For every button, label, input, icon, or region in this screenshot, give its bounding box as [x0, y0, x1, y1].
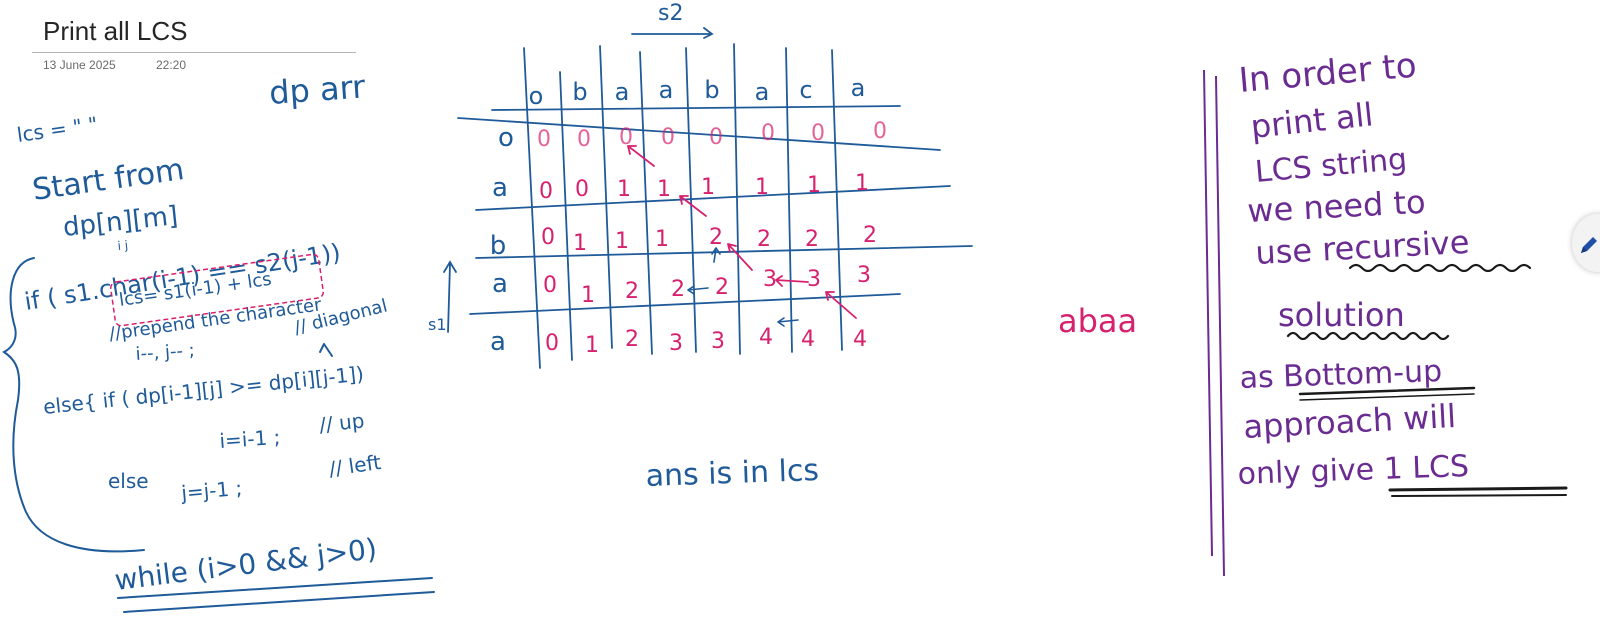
result-string: abaa: [1058, 302, 1137, 340]
lcs-assign-box: [109, 253, 325, 327]
dp-cell: 0: [661, 125, 675, 150]
dp-cell: 1: [615, 229, 629, 254]
note-i-dec: i=i-1 ;: [219, 425, 281, 453]
dp-grid: [443, 27, 973, 369]
note-dp-arr: dp arr: [268, 67, 367, 112]
row-header: a: [490, 327, 506, 357]
dp-cell: 2: [625, 327, 639, 352]
note-else-if: else{ if ( dp[i-1][j] >= dp[i][j-1]): [42, 361, 365, 419]
col-header: a: [755, 78, 770, 106]
dp-cell: 4: [853, 327, 867, 352]
dp-cell: 0: [539, 179, 553, 204]
dp-cell: 0: [575, 177, 589, 202]
col-header: b: [704, 76, 719, 104]
dp-cell: 0: [577, 127, 591, 152]
s2-label: s2: [658, 1, 683, 26]
dp-cell: 3: [763, 267, 777, 292]
dp-cell: 4: [801, 327, 815, 352]
right-note-line: LCS string: [1254, 142, 1409, 190]
note-while-loop: while (i>0 && j>0): [113, 532, 379, 597]
page-time: 22:20: [156, 58, 187, 72]
note-lcs-init: lcs = " ": [15, 112, 99, 147]
right-note-line: approach will: [1242, 397, 1456, 446]
dp-cell: 0: [709, 125, 723, 150]
dp-cell: 2: [863, 223, 877, 248]
dp-cell: 1: [617, 177, 631, 202]
dp-cell: 2: [625, 279, 639, 304]
dp-cell: 0: [541, 225, 555, 250]
dp-cell: 3: [807, 267, 821, 292]
note-j-dec: j=j-1 ;: [179, 476, 243, 505]
s1-label: s1: [428, 315, 447, 334]
note-left-comment: // left: [327, 450, 382, 481]
note-up-comment: // up: [318, 408, 365, 437]
dp-cell: 0: [545, 331, 559, 356]
dp-cell: 0: [543, 273, 557, 298]
note-dp-nm: dp[n][m]: [62, 201, 180, 243]
row-header: a: [492, 173, 508, 203]
pen-icon: [1581, 237, 1597, 253]
dp-cell: 0: [873, 119, 887, 144]
ans-note: ans is in lcs: [645, 453, 820, 494]
underline-marks: [1286, 263, 1568, 497]
dp-cell: 0: [537, 127, 551, 152]
col-header: a: [615, 78, 630, 106]
col-header: o: [529, 82, 544, 110]
title-divider: [32, 52, 356, 53]
blue-arrows: [687, 247, 799, 327]
note-dp-nm-sub: i j: [117, 238, 129, 253]
dp-cell: 3: [857, 263, 871, 288]
dp-cell: 1: [701, 175, 715, 200]
dp-cell: 1: [581, 283, 595, 308]
page-date: 13 June 2025: [43, 58, 116, 72]
right-note-line: we need to: [1246, 183, 1426, 230]
dp-cell: 2: [671, 277, 685, 302]
right-note-line: as Bottom-up: [1239, 354, 1443, 396]
right-note-line: print all: [1249, 95, 1375, 146]
dp-cell: 2: [757, 227, 771, 252]
dp-cell: 1: [585, 333, 599, 358]
dp-table: s2 s1 o b a a b a c a o a b a a 0 0 0 0 …: [428, 1, 973, 369]
dp-cell: 4: [759, 325, 773, 350]
traceback-arrows: [627, 145, 857, 319]
right-note-line: In order to: [1237, 46, 1418, 101]
row-header: a: [492, 269, 508, 299]
col-header: a: [851, 74, 866, 102]
dp-cell: 0: [811, 121, 825, 146]
dp-cell: 2: [715, 275, 729, 300]
dp-cell: 1: [655, 227, 669, 252]
dp-cell: 0: [761, 121, 775, 146]
dp-cell: 2: [805, 227, 819, 252]
col-header: a: [659, 76, 674, 104]
dp-cell: 1: [807, 173, 821, 198]
dp-cell: 1: [573, 231, 587, 256]
left-note-strokes: [2, 257, 435, 613]
dp-cell: 3: [711, 329, 725, 354]
dp-cell: 1: [855, 171, 869, 196]
row-header: b: [490, 231, 507, 261]
dp-cell: 3: [669, 331, 683, 356]
page-title: Print all LCS: [43, 16, 188, 46]
dp-cell: 0: [619, 125, 633, 150]
col-header: c: [799, 76, 812, 104]
row-header: o: [498, 123, 514, 153]
right-note-line: use recursive: [1254, 223, 1470, 272]
col-header: b: [572, 78, 587, 106]
dp-cell: 1: [755, 175, 769, 200]
right-note-line: only give 1 LCS: [1237, 449, 1470, 492]
dp-cell: 1: [657, 177, 671, 202]
dp-cell: 2: [709, 225, 723, 250]
right-divider: [1203, 69, 1225, 577]
note-start-from: Start from: [30, 152, 186, 208]
note-else-kw: else: [108, 469, 149, 493]
note-decrement: i--, j-- ;: [135, 340, 196, 365]
right-note-line: solution: [1278, 296, 1405, 334]
